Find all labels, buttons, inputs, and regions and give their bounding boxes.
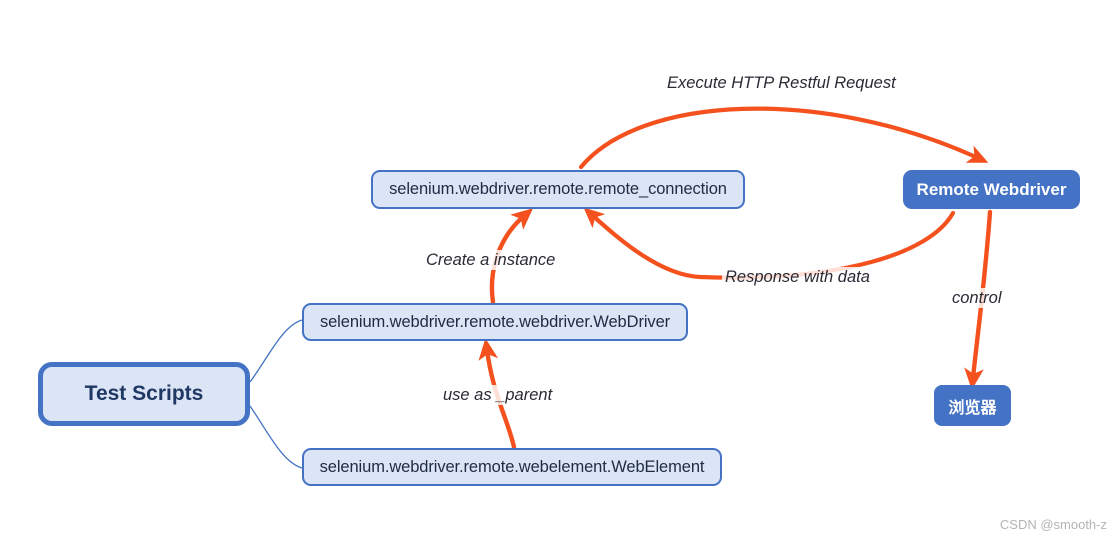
- link-test-scripts-to-webdriver: [249, 319, 303, 383]
- link-test-scripts-to-webelement: [249, 405, 303, 469]
- node-remote-connection-label: selenium.webdriver.remote.remote_connect…: [389, 180, 727, 198]
- edge-label-use-as-parent: use as _parent: [440, 385, 556, 405]
- node-browser-label: 浏览器: [948, 399, 997, 417]
- node-browser[interactable]: 浏览器: [934, 385, 1011, 426]
- node-webdriver-label: selenium.webdriver.remote.webdriver.WebD…: [319, 312, 671, 331]
- node-remote-webdriver[interactable]: Remote Webdriver: [903, 170, 1080, 209]
- edge-label-response-with-data: Response with data: [722, 267, 873, 287]
- node-test-scripts-label: Test Scripts: [84, 382, 204, 405]
- watermark: CSDN @smooth-z: [999, 517, 1107, 532]
- node-webelement-label: selenium.webdriver.remote.webelement.Web…: [319, 457, 705, 476]
- node-test-scripts[interactable]: Test Scripts: [38, 362, 250, 426]
- node-webdriver[interactable]: selenium.webdriver.remote.webdriver.WebD…: [302, 303, 688, 341]
- edge-label-control: control: [949, 288, 1005, 308]
- node-webelement[interactable]: selenium.webdriver.remote.webelement.Web…: [302, 448, 722, 486]
- node-remote-webdriver-label: Remote Webdriver: [916, 179, 1067, 199]
- edge-label-create-a-instance: Create a instance: [423, 250, 559, 270]
- edge-execute-http-restful-request: [578, 106, 989, 170]
- edge-label-execute-http-restful-request: Execute HTTP Restful Request: [664, 73, 899, 93]
- node-remote-connection[interactable]: selenium.webdriver.remote.remote_connect…: [371, 170, 745, 209]
